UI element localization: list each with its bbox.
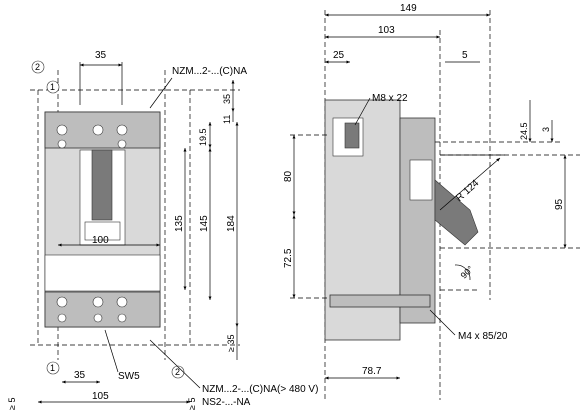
dim-135-label: 135 — [174, 215, 185, 232]
screw-top-1 — [56, 124, 68, 136]
dim-35-bottom-label: 35 — [74, 370, 86, 381]
dim-103-label: 103 — [378, 25, 395, 36]
screw-bottom-3 — [116, 296, 128, 308]
marker-1-top-circle — [46, 80, 60, 94]
screw-bottom-4 — [57, 313, 67, 323]
dim-19-5-label: 19.5 — [198, 128, 208, 146]
model-label-bottom-2: NS2-...-NA — [202, 397, 251, 408]
dim-35-right-label: 35 — [222, 94, 232, 104]
dim-5-label: 5 — [462, 50, 468, 61]
sw5-label: SW5 — [118, 371, 140, 382]
marker-1-bottom: 1 — [50, 363, 55, 373]
screw-top-2 — [92, 124, 104, 136]
marker-2-top: 2 — [35, 62, 40, 72]
dim-r124-label: R 124 — [454, 178, 482, 204]
dim-11-label: 11 — [222, 115, 232, 124]
accessory-cover — [44, 254, 161, 292]
bottom-screws — [56, 296, 128, 323]
side-body-front — [399, 117, 436, 324]
leader-m8 — [354, 97, 371, 126]
dim-95-label: 95 — [554, 198, 565, 210]
dim-ge-5-left-label: ≥ 5 — [7, 398, 17, 410]
dim-ge-5-right-label: ≥ 5 — [187, 398, 197, 410]
model-label-bottom-1: NZM...2-...(C)NA(> 480 V) — [202, 384, 318, 395]
dim-100-label: 100 — [92, 235, 109, 246]
dim-184-label: 184 — [226, 215, 237, 232]
screw-top-4 — [57, 139, 67, 149]
marker-2-bottom: 2 — [175, 367, 180, 377]
dim-72-5-label: 72.5 — [283, 248, 294, 268]
handle-cutout — [409, 159, 433, 201]
marker-2-top-circle — [31, 60, 45, 74]
dim-line-r124 — [439, 157, 501, 211]
dim-ge-35-label: ≥ 35 — [226, 335, 236, 352]
dim-80-label: 80 — [283, 170, 294, 182]
toggle-handle — [91, 149, 113, 221]
dim-24-5-label: 24.5 — [519, 122, 529, 140]
screw-bottom-5 — [93, 313, 103, 323]
side-view: 149 103 25 5 M8 x 22 24.5 3 80 72.5 — [283, 3, 580, 400]
dim-3-label: 3 — [541, 127, 551, 132]
m4-label: M4 x 85/20 — [458, 331, 508, 342]
marker-1-bottom-circle — [46, 361, 60, 375]
screw-bottom-6 — [117, 313, 127, 323]
dim-25-label: 25 — [333, 50, 345, 61]
screw-top-3 — [116, 124, 128, 136]
handle-base — [84, 221, 121, 241]
dim-78-7-label: 78.7 — [362, 366, 382, 377]
marker-2-bottom-circle — [171, 365, 185, 379]
leader-m4 — [429, 309, 456, 336]
m8-label: M8 x 22 — [372, 93, 408, 104]
dim-149-label: 149 — [400, 3, 417, 14]
screw-top-5 — [117, 139, 127, 149]
screw-bottom-2 — [92, 296, 104, 308]
front-view: 35 NZM...2-...(C)NA 2 1 35 11 19.5 135 1… — [7, 50, 318, 410]
angle-arc-90 — [454, 264, 471, 281]
leader-model-bottom — [149, 339, 201, 389]
model-label-top: NZM...2-...(C)NA — [172, 66, 247, 77]
terminal-screw-side — [344, 122, 360, 149]
screw-bottom-1 — [56, 296, 68, 308]
dim-105-label: 105 — [92, 391, 109, 402]
leader-sw5 — [104, 329, 119, 373]
leader-model-top — [149, 77, 173, 109]
marker-1-top: 1 — [50, 82, 55, 92]
handle-side — [434, 179, 479, 246]
dim-145-label: 145 — [199, 215, 210, 232]
top-screws — [56, 124, 128, 149]
bottom-terminal-side — [329, 294, 431, 308]
dim-35-top-label: 35 — [95, 50, 107, 61]
